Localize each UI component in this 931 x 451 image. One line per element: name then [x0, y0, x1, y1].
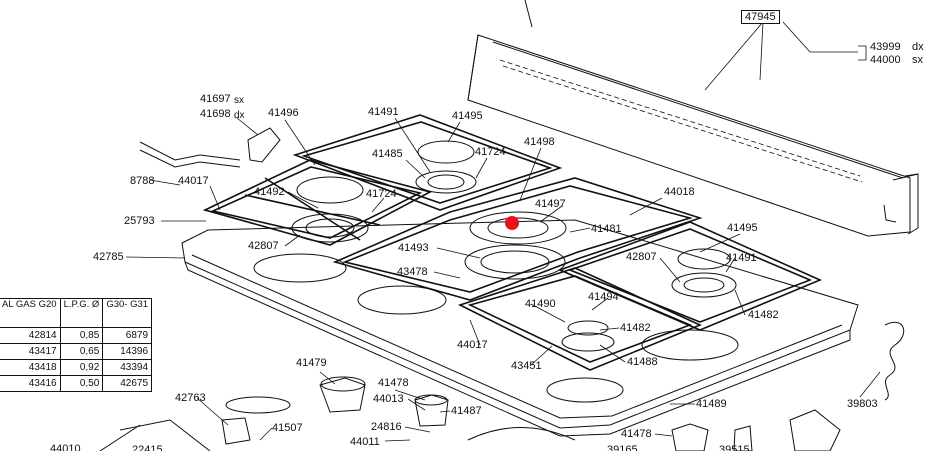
valves-and-parts: [99, 127, 905, 451]
label-44010: 44010: [50, 443, 81, 451]
label-41488: 41488: [627, 356, 658, 368]
label-41479: 41479: [296, 357, 327, 369]
label-41698-dx: dx: [234, 110, 245, 121]
label-41491-b: 41491: [726, 252, 757, 264]
label-44017-a: 44017: [178, 175, 209, 187]
pan-support-back: [292, 114, 563, 211]
label-43451: 43451: [511, 360, 542, 372]
label-41724-a: 41724: [475, 146, 506, 158]
label-41492: 41492: [254, 186, 285, 198]
label-41490: 41490: [525, 298, 556, 310]
label-41493: 41493: [398, 242, 429, 254]
label-41697-sx: sx: [234, 95, 244, 106]
label-42785: 42785: [93, 251, 124, 263]
pan-support-front: [457, 267, 703, 371]
label-44013: 44013: [373, 393, 404, 405]
label-41481: 41481: [591, 223, 622, 235]
base-tray: [181, 219, 859, 437]
gas-cell: 0,92: [59, 359, 104, 376]
label-41697: 41697: [200, 93, 231, 105]
label-41482-a: 41482: [620, 322, 651, 334]
gas-header-g30: G30- G31: [102, 298, 153, 328]
pan-support-center: [332, 177, 703, 301]
label-44000-sx: sx: [912, 54, 923, 66]
label-41724-b: 41724: [366, 188, 397, 200]
burners: [253, 140, 739, 403]
label-42807-a: 42807: [248, 240, 279, 252]
gas-table-header: AL GAS G20 L.P.G. Ø G30- G31: [0, 298, 153, 328]
gas-cell: 42675: [102, 375, 153, 392]
table-row: 43416 0,50 42675: [0, 375, 153, 392]
table-row: 43418 0,92 43394: [0, 359, 153, 376]
gas-cell: 43418: [0, 359, 61, 376]
label-42807-b: 42807: [626, 251, 657, 263]
label-47945: 47945: [741, 10, 780, 24]
gas-cell: 43394: [102, 359, 153, 376]
label-43478: 43478: [397, 266, 428, 278]
leader-lines: [125, 15, 881, 442]
table-row: 43417 0,65 14396: [0, 343, 153, 360]
label-41478-b: 41478: [621, 428, 652, 440]
label-41487: 41487: [451, 405, 482, 417]
gas-cell: 43416: [0, 375, 61, 392]
label-41482-b: 41482: [748, 309, 779, 321]
label-25793: 25793: [124, 215, 155, 227]
label-44011: 44011: [350, 436, 380, 448]
label-42763: 42763: [175, 392, 206, 404]
label-8788: 8788: [130, 175, 155, 187]
label-43999-dx: dx: [912, 41, 924, 53]
gas-header-lpg: L.P.G. Ø: [59, 298, 104, 328]
gas-cell: 6879: [102, 327, 153, 344]
label-41495-a: 41495: [452, 110, 483, 122]
gas-header-g20: AL GAS G20: [0, 298, 61, 328]
label-44017-b: 44017: [457, 339, 488, 351]
label-44000: 44000: [870, 54, 901, 66]
back-panel: [467, 0, 919, 237]
gas-cell: 14396: [102, 343, 153, 360]
label-41496: 41496: [268, 107, 299, 119]
label-41495-b: 41495: [727, 222, 758, 234]
gas-cell: 0,65: [59, 343, 104, 360]
label-24816: 24816: [371, 421, 402, 433]
gas-cell: 0,85: [59, 327, 104, 344]
label-39515: 39515: [719, 444, 750, 451]
label-43999: 43999: [870, 41, 901, 53]
pan-support-right: [557, 221, 823, 331]
highlight-marker: [505, 216, 519, 230]
label-39165: 39165: [607, 444, 638, 451]
label-22415: 22415: [132, 444, 163, 451]
gas-cell: 43417: [0, 343, 61, 360]
label-39803: 39803: [847, 398, 878, 410]
gas-cell: 0,50: [59, 375, 104, 392]
label-41494: 41494: [588, 291, 619, 303]
label-41698: 41698: [200, 108, 231, 120]
table-row: 42814 0,85 6879: [0, 327, 153, 344]
label-41498: 41498: [524, 136, 555, 148]
label-41491-a: 41491: [368, 106, 399, 118]
label-44018: 44018: [664, 186, 695, 198]
label-41507: 41507: [272, 422, 303, 434]
label-41478-a: 41478: [378, 377, 409, 389]
label-41489: 41489: [696, 398, 727, 410]
pan-support-left: [202, 159, 433, 246]
gas-injector-table: AL GAS G20 L.P.G. Ø G30- G31 42814 0,85 …: [0, 298, 153, 392]
gas-cell: 42814: [0, 327, 61, 344]
label-41497: 41497: [535, 198, 566, 210]
label-41485: 41485: [372, 148, 403, 160]
